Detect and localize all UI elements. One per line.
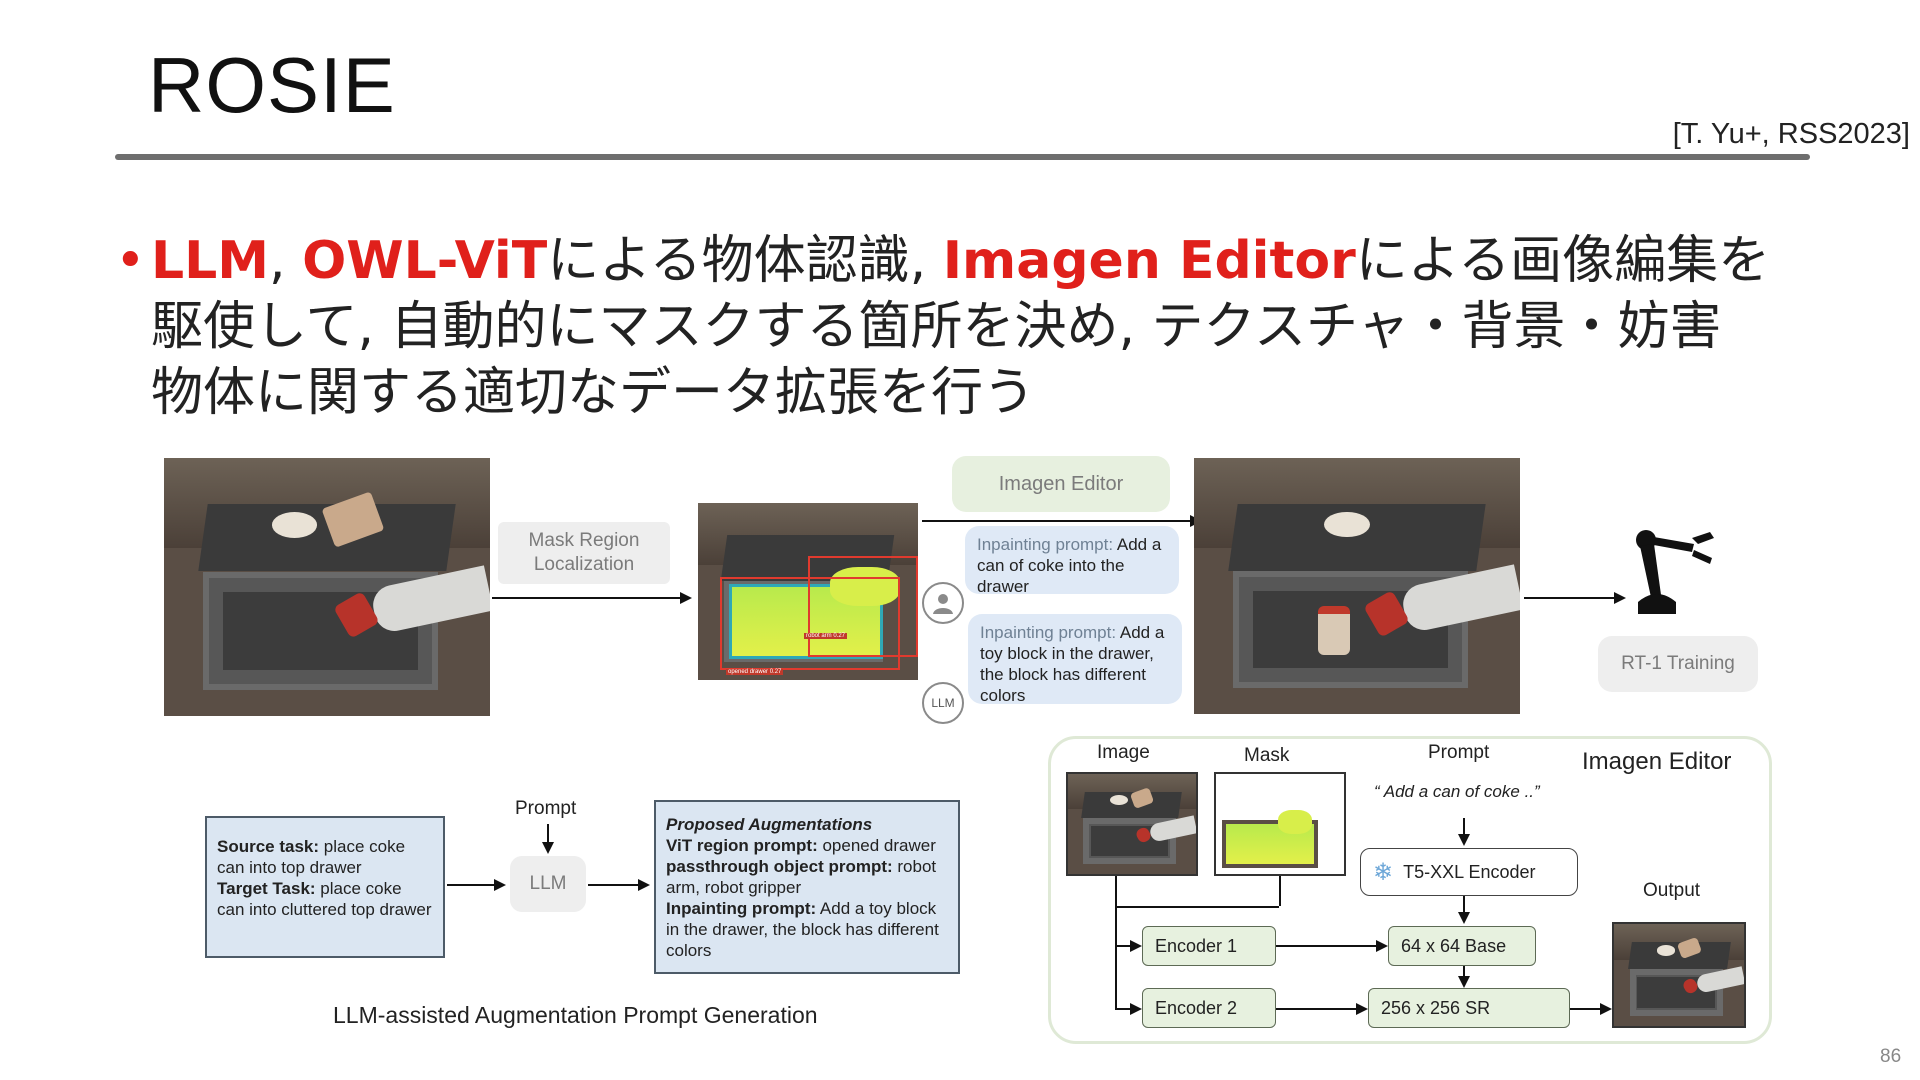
sr-to-output-line	[1570, 1008, 1600, 1010]
encoder-1-box: Encoder 1	[1142, 926, 1276, 966]
arrow-to-mask	[492, 597, 682, 599]
encoder-1-to-base-line	[1276, 945, 1376, 947]
llm-node: LLM	[510, 856, 586, 912]
inpainting-prompt-bubble-2: Inpainting prompt: Add a toy block in th…	[968, 614, 1182, 705]
bullet-text-comma: ,	[269, 231, 303, 291]
arrow-head-icon	[638, 879, 650, 891]
arrow-head-icon	[1130, 1003, 1142, 1015]
rt1-training-label: RT-1 Training	[1598, 636, 1758, 692]
highlight-llm: LLM	[151, 231, 270, 291]
page-number: 86	[1880, 1046, 1902, 1067]
prompt-text: “ Add a can of coke ..”	[1374, 782, 1540, 801]
edited-robot-photo	[1194, 458, 1520, 714]
mask-tag-robot-arm: robot arm 0.27	[804, 633, 848, 639]
title-divider	[115, 154, 1810, 160]
image-label: Image	[1097, 742, 1150, 763]
prompt-label: Prompt	[1428, 742, 1490, 763]
bullet-text-2: による画像編集を駆使して, 自動的にマスクする箇所を決め, テクスチャ・背景・妨…	[151, 231, 1771, 423]
base-64-box: 64 x 64 Base	[1388, 926, 1536, 966]
base-to-sr-line	[1463, 966, 1465, 976]
arrow-head-icon	[1614, 592, 1626, 604]
snowflake-icon: ❄	[1373, 858, 1394, 886]
arrow-head-icon	[1130, 940, 1142, 952]
highlight-owl-vit: OWL-ViT	[302, 231, 548, 291]
arrow-to-llm	[447, 884, 497, 886]
arrow-head-icon	[680, 592, 692, 604]
image-connector	[1115, 876, 1117, 1010]
bullet-point: •LLM, OWL-ViTによる物体認識, Imagen Editorによる画像…	[115, 228, 1771, 426]
sr-256-box: 256 x 256 SR	[1368, 988, 1570, 1028]
to-encoder-1-line	[1115, 945, 1131, 947]
inpainting-prompt-bubble-1: Inpainting prompt: Add a can of coke int…	[965, 526, 1179, 596]
mask-label: Mask	[1244, 745, 1290, 766]
encoder-2-box: Encoder 2	[1142, 988, 1276, 1028]
imagen-editor-label: Imagen Editor	[952, 456, 1170, 512]
arrow-down-icon	[542, 842, 554, 854]
image-to-mask-line	[1115, 906, 1279, 908]
arrow-to-edited	[922, 520, 1192, 522]
to-encoder-2-line	[1115, 1008, 1131, 1010]
input-image-thumbnail	[1066, 772, 1198, 876]
bullet-text-1: による物体認識,	[547, 231, 943, 291]
citation: [T. Yu+, RSS2023]	[1672, 118, 1910, 150]
llm-diagram-caption: LLM-assisted Augmentation Prompt Generat…	[333, 1002, 818, 1028]
t5-xxl-encoder-box: ❄ T5-XXL Encoder	[1360, 848, 1578, 896]
user-avatar-icon	[922, 582, 964, 624]
llm-icon: LLM	[922, 682, 964, 724]
arrow-down-icon	[1458, 834, 1470, 846]
mask-region-localization-label: Mask Region Localization	[498, 522, 670, 584]
output-label: Output	[1643, 880, 1701, 901]
encoder-2-to-sr-line	[1276, 1008, 1356, 1010]
mask-thumbnail	[1214, 772, 1346, 876]
arrow-head-icon	[494, 879, 506, 891]
arrow-head-icon	[1356, 1003, 1368, 1015]
output-image-thumbnail	[1612, 922, 1746, 1028]
mask-connector	[1279, 876, 1281, 906]
imagen-diagram-title: Imagen Editor	[1582, 748, 1732, 775]
source-task-box: Source task: place coke can into top dra…	[205, 816, 445, 958]
arrow-down-icon	[1458, 912, 1470, 924]
slide-title: ROSIE	[148, 41, 396, 129]
t5-to-base-line	[1463, 896, 1465, 914]
robot-arm-icon	[1630, 528, 1722, 614]
bullet-dot: •	[115, 231, 146, 291]
masked-robot-photo: robot arm 0.27 opened drawer 0.27	[698, 503, 918, 680]
imagen-editor-panel	[1048, 736, 1772, 1044]
arrow-head-icon	[1376, 940, 1388, 952]
original-robot-photo	[164, 458, 490, 716]
highlight-imagen-editor: Imagen Editor	[942, 231, 1356, 291]
prompt-arrow-line	[547, 824, 549, 844]
proposed-augmentations-box: Proposed Augmentations ViT region prompt…	[654, 800, 960, 974]
llm-prompt-label: Prompt	[515, 798, 577, 819]
arrow-to-augmentations	[588, 884, 640, 886]
arrow-down-icon	[1458, 976, 1470, 988]
mask-tag-opened-drawer: opened drawer 0.27	[726, 669, 784, 675]
arrow-head-icon	[1600, 1003, 1612, 1015]
arrow-to-rt1	[1524, 597, 1616, 599]
prompt-to-t5-line	[1463, 818, 1465, 836]
